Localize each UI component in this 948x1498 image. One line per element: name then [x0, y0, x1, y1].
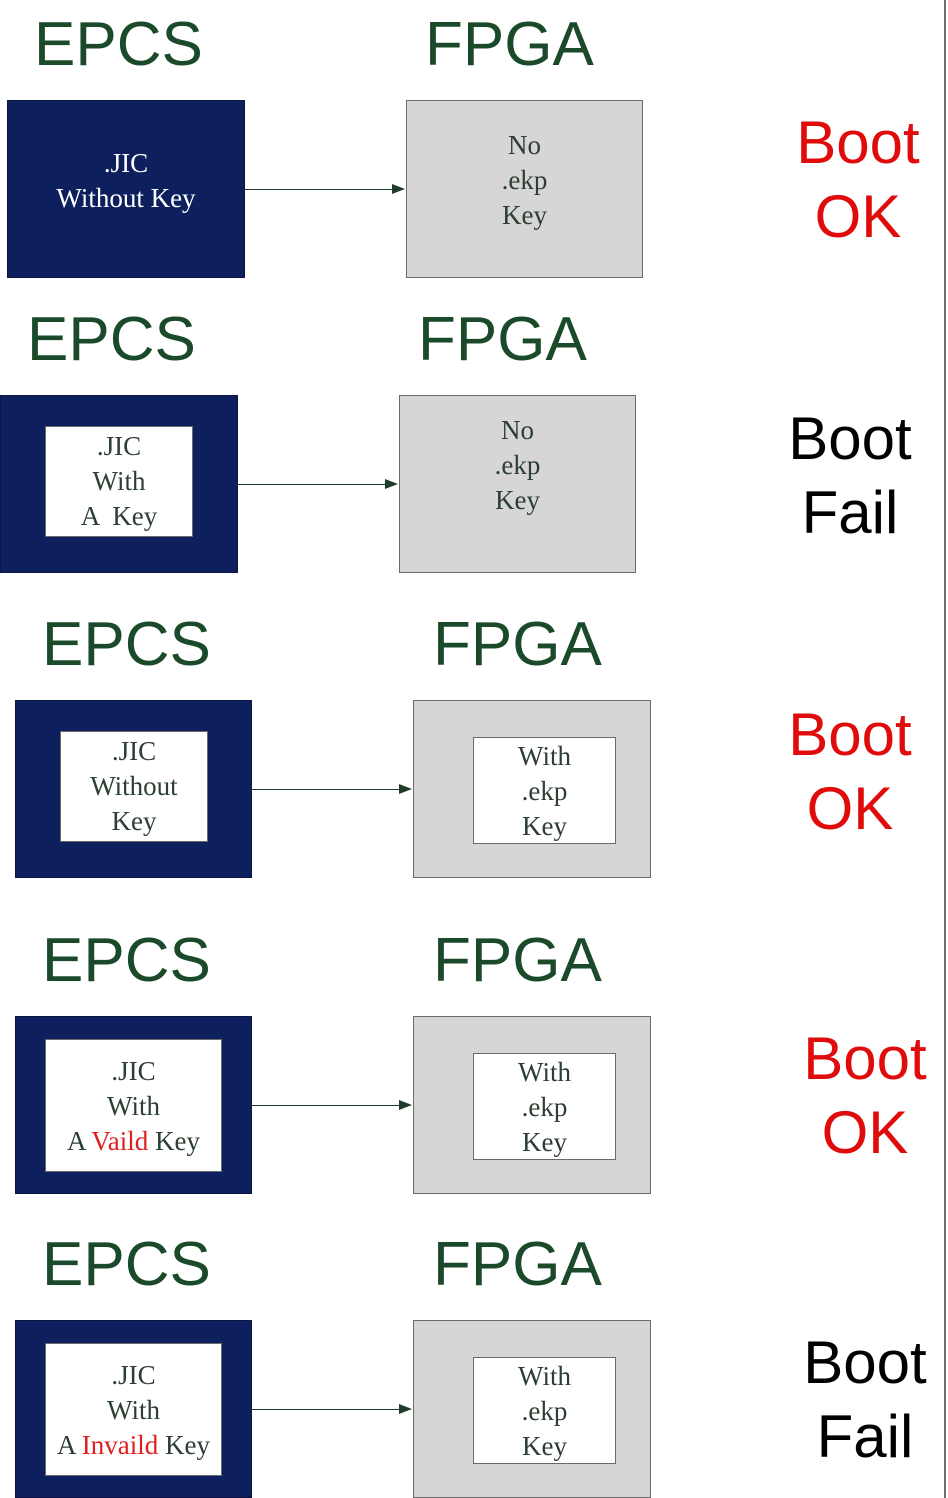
- fpga-text-line: Key: [502, 200, 547, 230]
- epcs-inner-box: .JIC With A Key: [45, 426, 193, 537]
- epcs-text-line: .JIC: [111, 736, 157, 766]
- epcs-label: EPCS: [34, 10, 203, 79]
- fpga-box: No .ekp Key: [399, 395, 636, 573]
- arrow-head-icon: [392, 184, 405, 194]
- fpga-label: FPGA: [425, 10, 594, 79]
- boot-result: Boot Fail: [770, 402, 930, 550]
- boot-result: Boot Fail: [785, 1326, 945, 1474]
- result-line: OK: [814, 183, 902, 250]
- result-line: Boot: [788, 701, 912, 768]
- fpga-text-line: With: [518, 741, 571, 771]
- arrow-head-icon: [399, 784, 412, 794]
- result-line: Boot: [788, 405, 912, 472]
- arrow-head-icon: [399, 1100, 412, 1110]
- epcs-label: EPCS: [42, 1230, 211, 1299]
- fpga-inner-box: With .ekp Key: [473, 1053, 616, 1160]
- key-suffix: Key: [148, 1126, 200, 1156]
- epcs-inner-box: .JIC Without Key: [60, 731, 208, 842]
- invalid-word: Invaild: [81, 1430, 159, 1460]
- arrow-head-icon: [385, 479, 398, 489]
- fpga-inner-box: With .ekp Key: [473, 1357, 616, 1464]
- fpga-box: With .ekp Key: [413, 700, 651, 878]
- arrow-head-icon: [399, 1404, 412, 1414]
- connector-line: [238, 484, 386, 485]
- fpga-text-line: .ekp: [521, 1396, 568, 1426]
- epcs-text-line: Key: [111, 806, 157, 836]
- key-prefix: A: [57, 1430, 82, 1460]
- result-line: Boot: [803, 1329, 927, 1396]
- fpga-text-line: No: [508, 130, 541, 160]
- fpga-text-line: .ekp: [501, 165, 548, 195]
- result-line: Boot: [796, 109, 920, 176]
- boot-result: Boot OK: [778, 106, 938, 254]
- epcs-text-line: .JIC: [96, 431, 142, 461]
- result-line: Fail: [801, 479, 899, 546]
- key-prefix: A: [66, 1126, 92, 1156]
- epcs-text-line: With: [107, 1091, 160, 1121]
- epcs-box: .JIC Without Key: [7, 100, 245, 278]
- fpga-text-line: No: [501, 415, 534, 445]
- epcs-box: .JIC With A Vaild Key: [15, 1016, 252, 1194]
- epcs-inner-box: .JIC With A Invaild Key: [45, 1343, 222, 1476]
- epcs-key-line: A Vaild Key: [46, 1124, 221, 1159]
- epcs-text-line: .JIC: [111, 1360, 156, 1390]
- epcs-text-line: Without: [90, 771, 178, 801]
- epcs-box: .JIC With A Key: [0, 395, 238, 573]
- right-border: [944, 0, 946, 1498]
- result-line: OK: [821, 1099, 909, 1166]
- fpga-label: FPGA: [433, 926, 602, 995]
- connector-line: [252, 789, 400, 790]
- fpga-label: FPGA: [433, 610, 602, 679]
- fpga-text-line: Key: [495, 485, 540, 515]
- fpga-inner-box: With .ekp Key: [473, 737, 616, 844]
- epcs-inner-box: .JIC With A Vaild Key: [45, 1039, 222, 1172]
- connector-line: [245, 189, 393, 190]
- boot-result: Boot OK: [785, 1022, 945, 1170]
- fpga-label: FPGA: [418, 305, 587, 374]
- epcs-text-line: .JIC: [103, 148, 149, 178]
- epcs-label: EPCS: [42, 610, 211, 679]
- epcs-text-line: Without Key: [56, 183, 196, 213]
- result-line: OK: [806, 775, 894, 842]
- connector-line: [252, 1105, 400, 1106]
- epcs-text-line: With: [92, 466, 146, 496]
- epcs-text-line: With: [107, 1395, 160, 1425]
- epcs-label: EPCS: [27, 305, 196, 374]
- connector-line: [252, 1409, 400, 1410]
- fpga-text-line: With: [518, 1057, 571, 1087]
- fpga-box: With .ekp Key: [413, 1320, 651, 1498]
- boot-result: Boot OK: [770, 698, 930, 846]
- epcs-text-line: A Key: [80, 501, 158, 531]
- epcs-text-line: .JIC: [111, 1056, 156, 1086]
- fpga-text-line: With: [518, 1361, 571, 1391]
- fpga-text-line: Key: [522, 811, 567, 841]
- fpga-text-line: .ekp: [521, 1092, 568, 1122]
- epcs-label: EPCS: [42, 926, 211, 995]
- fpga-label: FPGA: [433, 1230, 602, 1299]
- result-line: Fail: [816, 1403, 914, 1470]
- key-suffix: Key: [158, 1430, 210, 1460]
- fpga-text-line: Key: [522, 1431, 567, 1461]
- fpga-text-line: .ekp: [494, 450, 541, 480]
- epcs-key-line: A Invaild Key: [46, 1428, 221, 1463]
- epcs-box: .JIC With A Invaild Key: [15, 1320, 252, 1498]
- fpga-text-line: .ekp: [521, 776, 568, 806]
- fpga-box: No .ekp Key: [406, 100, 643, 278]
- epcs-box: .JIC Without Key: [15, 700, 252, 878]
- valid-word: Vaild: [91, 1126, 149, 1156]
- fpga-box: With .ekp Key: [413, 1016, 651, 1194]
- result-line: Boot: [803, 1025, 927, 1092]
- fpga-text-line: Key: [522, 1127, 567, 1157]
